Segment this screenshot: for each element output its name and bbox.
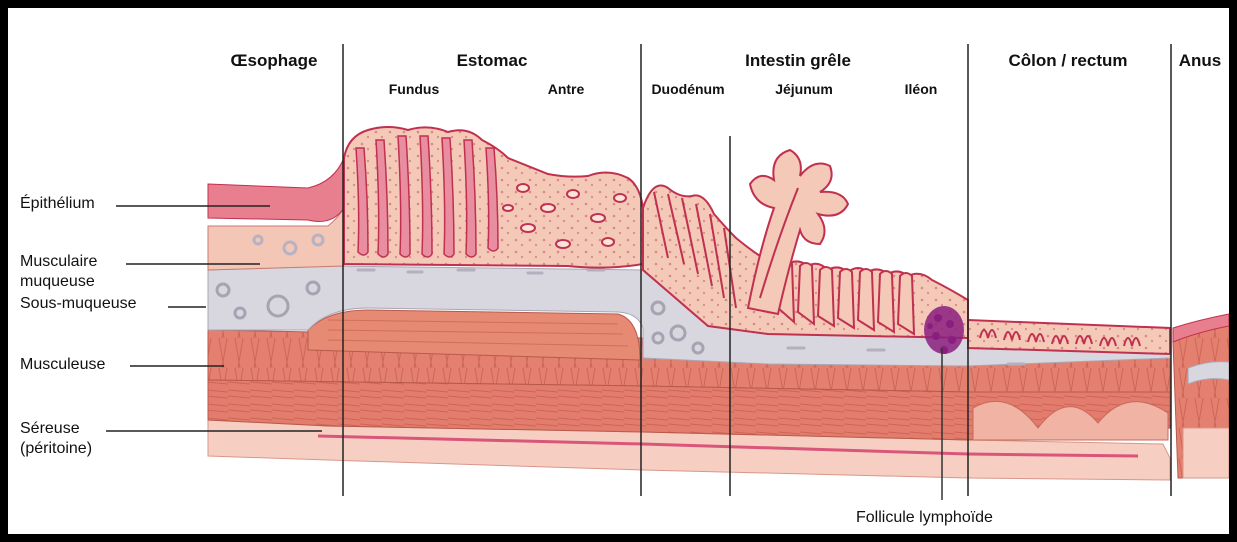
label-musculaire-2: muqueuse — [20, 273, 95, 290]
sub-ileon: Iléon — [905, 81, 938, 97]
header-oesophage: Œsophage — [231, 51, 318, 70]
sub-antre: Antre — [548, 81, 585, 97]
label-sereuse-1: Séreuse — [20, 420, 80, 437]
colon-taenia — [973, 401, 1168, 440]
header-colon: Côlon / rectum — [1008, 51, 1127, 70]
label-musculaire-1: Musculaire — [20, 253, 97, 270]
diagram-frame: Œsophage Estomac Intestin grêle Côlon / … — [8, 8, 1229, 534]
esophagus-epithelium — [208, 158, 344, 222]
gi-tract-diagram: Œsophage Estomac Intestin grêle Côlon / … — [8, 8, 1229, 534]
label-sereuse-2: (péritoine) — [20, 440, 92, 457]
sub-duodenum: Duodénum — [651, 81, 724, 97]
header-estomac: Estomac — [457, 51, 528, 70]
colon-mucosa — [968, 320, 1170, 354]
header-anus: Anus — [1179, 51, 1222, 70]
sub-jejunum: Jéjunum — [775, 81, 833, 97]
lymphoid-follicle — [924, 306, 964, 354]
label-follicule: Follicule lymphoïde — [856, 509, 993, 526]
label-sous-muqueuse: Sous-muqueuse — [20, 295, 137, 312]
label-musculeuse: Musculeuse — [20, 356, 105, 373]
sub-fundus: Fundus — [389, 81, 440, 97]
label-epithelium: Épithélium — [20, 193, 95, 212]
header-intestin: Intestin grêle — [745, 51, 851, 70]
